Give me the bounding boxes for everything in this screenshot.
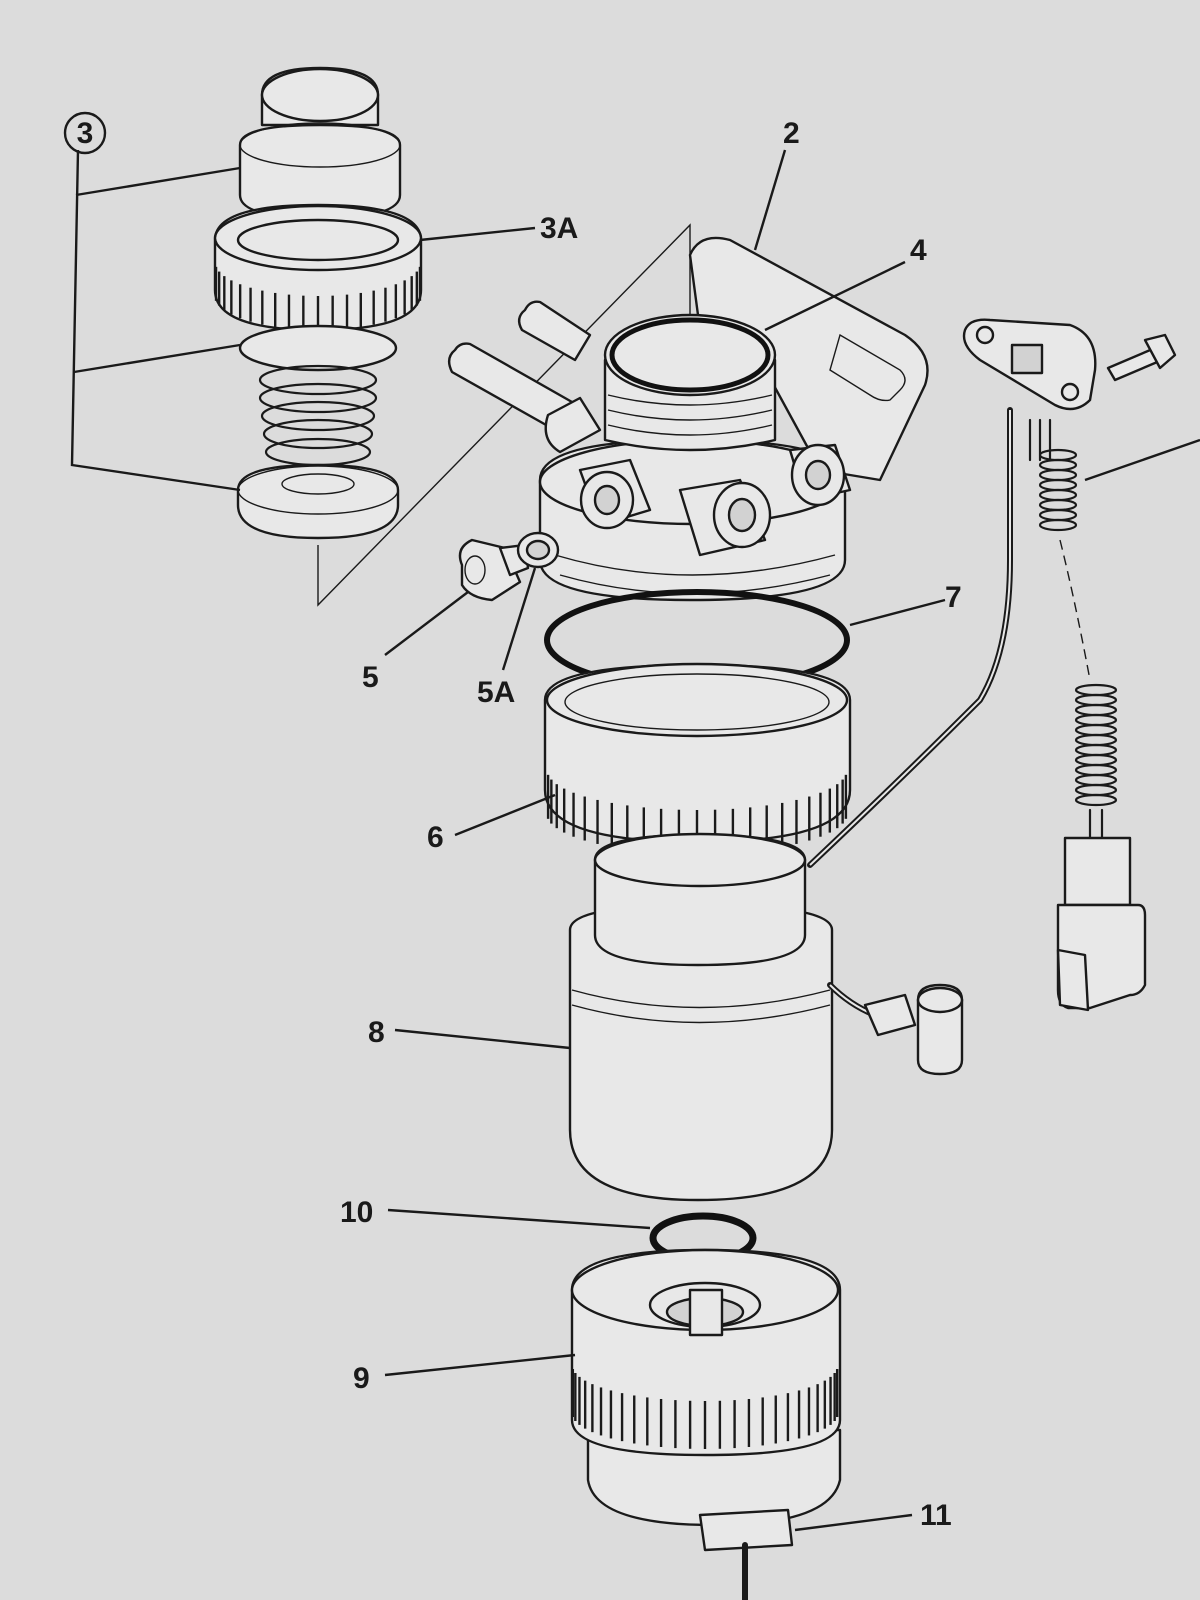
callout-11: 11 bbox=[920, 1499, 952, 1532]
leader-lines bbox=[70, 149, 946, 1532]
callout-5: 5 bbox=[362, 661, 379, 694]
retaining-ring bbox=[543, 662, 852, 854]
callout-8: 8 bbox=[368, 1016, 385, 1049]
water-bowl bbox=[570, 1248, 842, 1600]
callout-3-circle bbox=[63, 111, 107, 155]
callout-2: 2 bbox=[783, 117, 800, 150]
callout-4: 4 bbox=[910, 234, 927, 267]
callout-5a: 5A bbox=[477, 676, 515, 709]
callout-7: 7 bbox=[945, 581, 962, 614]
filter-element bbox=[568, 832, 834, 1202]
callout-3: 3 bbox=[77, 117, 94, 150]
callout-10: 10 bbox=[340, 1196, 373, 1229]
filter-head bbox=[447, 236, 929, 602]
callout-9: 9 bbox=[353, 1362, 370, 1395]
sensor-harness bbox=[962, 318, 1200, 1012]
relief-valve-assembly bbox=[213, 66, 691, 607]
bleed-screw-washer bbox=[516, 531, 560, 569]
callout-labels: 3 3A 2 4 7 5 5A 6 8 10 9 11 bbox=[63, 111, 962, 1532]
callout-3a: 3A bbox=[540, 212, 578, 245]
callout-6: 6 bbox=[427, 821, 444, 854]
sensor-wire bbox=[807, 407, 1013, 1076]
